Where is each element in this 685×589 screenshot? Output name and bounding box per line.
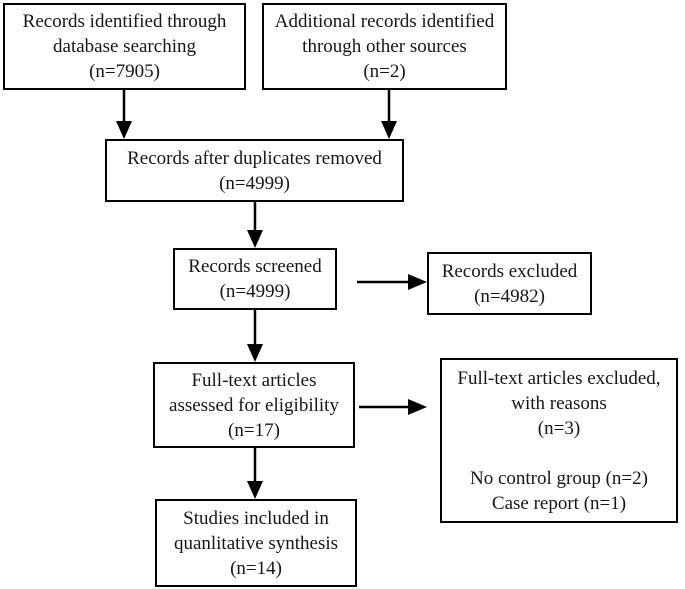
box-records-excluded-text: Records excluded (n=4982)	[441, 260, 578, 307]
box-fulltext-excluded-reasons: Full-text articles excluded, with reason…	[440, 358, 678, 523]
box-additional-records-other-sources: Additional records identified through ot…	[262, 3, 507, 90]
arrow-database-to-duplicates-head	[116, 121, 132, 139]
arrow-database-to-duplicates	[116, 90, 132, 139]
arrow-screened-to-fulltext	[247, 310, 263, 362]
box-fulltext-assessed-text: Full-text articles assessed for eligibil…	[169, 369, 339, 441]
arrow-screened-to-fulltext-head	[247, 344, 263, 362]
box-records-excluded: Records excluded (n=4982)	[427, 252, 592, 315]
box-studies-included-qualitative: Studies included in quanlitative synthes…	[155, 499, 357, 587]
box-records-after-duplicates-removed: Records after duplicates removed (n=4999…	[105, 139, 404, 202]
box-records-screened-text: Records screened (n=4999)	[188, 256, 322, 302]
box-records-identified-database: Records identified through database sear…	[3, 3, 246, 90]
box-records-screened: Records screened (n=4999)	[173, 248, 337, 310]
arrow-fulltext-to-excluded	[359, 399, 427, 415]
box-additional-records-other-sources-text: Additional records identified through ot…	[274, 11, 495, 82]
box-fulltext-assessed: Full-text articles assessed for eligibil…	[153, 362, 355, 448]
box-fulltext-excluded-reasons-text: Full-text articles excluded, with reason…	[457, 367, 661, 514]
arrow-duplicates-to-screened-head	[247, 230, 263, 248]
arrow-screened-to-excluded-head	[408, 274, 427, 290]
arrow-othersources-to-duplicates-head	[381, 121, 397, 139]
arrow-othersources-to-duplicates	[381, 90, 397, 139]
arrow-screened-to-excluded	[357, 274, 427, 290]
arrow-fulltext-to-included-head	[247, 481, 263, 499]
box-studies-included-qualitative-text: Studies included in quanlitative synthes…	[173, 507, 339, 579]
arrow-fulltext-to-included	[247, 448, 263, 499]
box-records-identified-database-text: Records identified through database sear…	[22, 11, 227, 82]
arrow-fulltext-to-excluded-head	[408, 399, 427, 415]
arrow-duplicates-to-screened	[247, 202, 263, 248]
box-records-after-duplicates-removed-text: Records after duplicates removed (n=4999…	[127, 147, 382, 194]
